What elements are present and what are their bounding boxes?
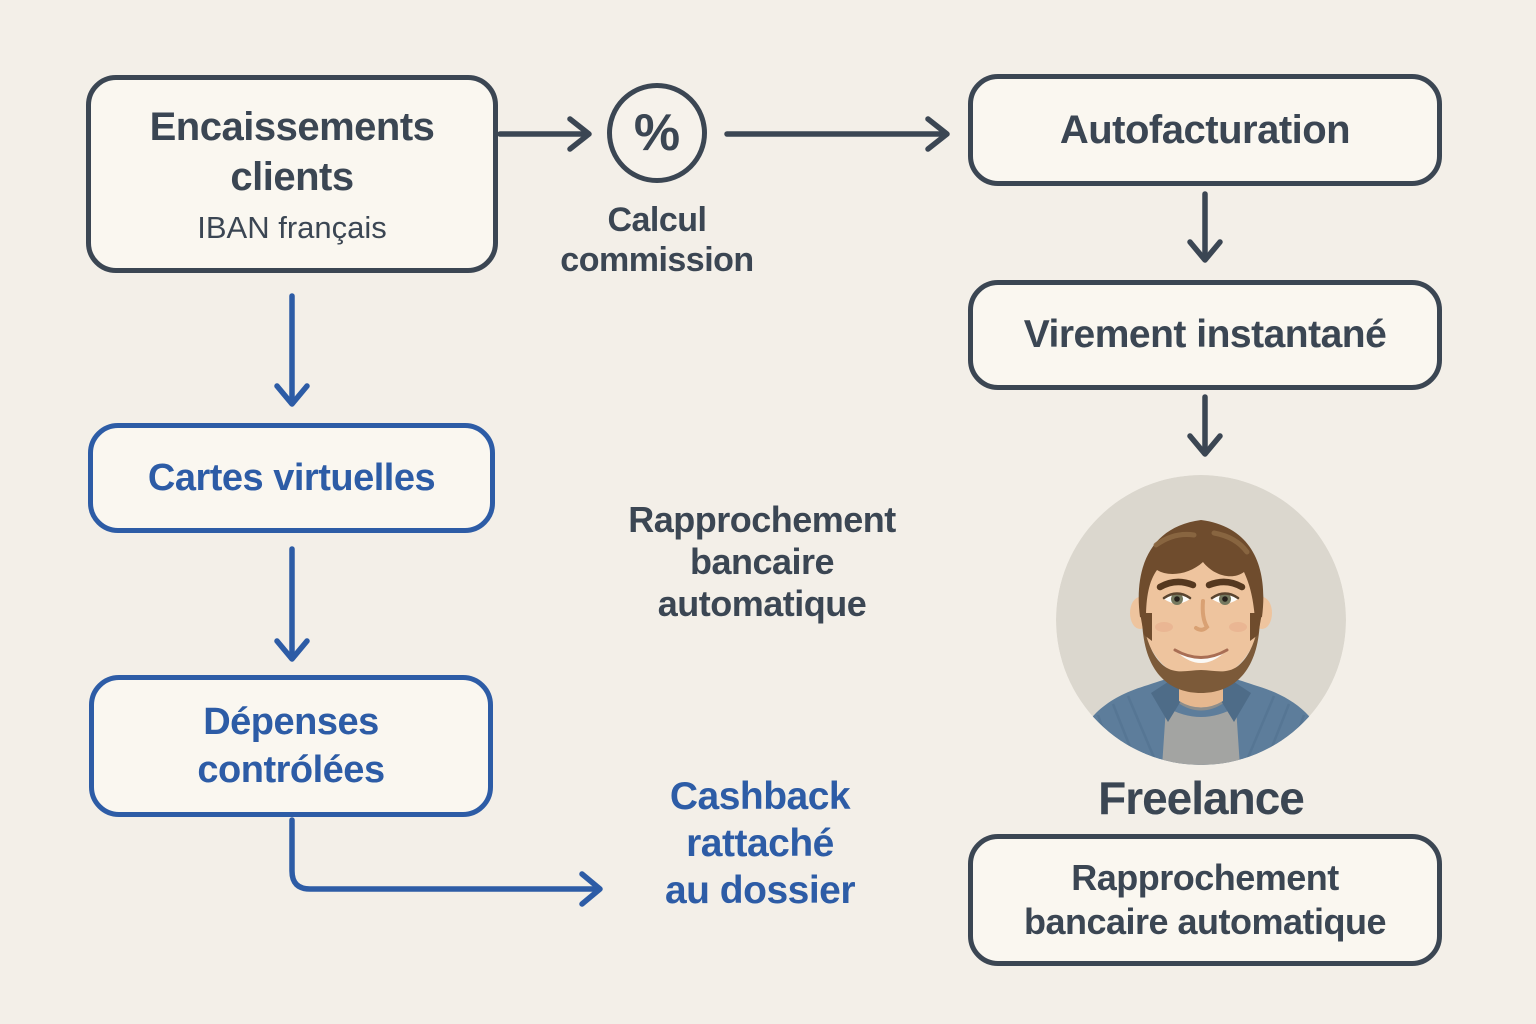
node-depenses-controlees: Dépenses contrólées <box>89 675 493 817</box>
node-rapprochement-bancaire: Rapprochement bancaire automatique <box>968 834 1442 966</box>
encaissements-title: Encaissements clients <box>150 102 435 202</box>
percent-icon: % <box>607 83 707 183</box>
rapprochement-box-line2: bancaire automatique <box>1023 901 1387 942</box>
rapprochement-box-line1: Rapprochement <box>1071 857 1339 898</box>
arrow-autofacturation-to-virement <box>1187 191 1223 263</box>
cashback-note-line3: au dossier <box>664 869 856 912</box>
arrow-encaissements-to-cartes <box>274 293 310 407</box>
encaissements-subtitle: IBAN français <box>197 209 387 245</box>
depenses-label-line1: Dépenses <box>203 701 379 743</box>
commission-label-line1: Calcul <box>607 201 707 239</box>
autofacturation-label: Autofacturation <box>1059 107 1351 152</box>
encaissements-title-line2: clients <box>230 154 354 199</box>
arrow-encaissements-to-commission <box>497 116 592 152</box>
rapprochement-note-line2: bancaire <box>689 541 835 582</box>
freelance-avatar <box>1056 475 1346 765</box>
node-autofacturation: Autofacturation <box>968 74 1442 186</box>
cartes-label: Cartes virtuelles <box>147 456 436 499</box>
node-encaissements-clients: Encaissements clients IBAN français <box>86 75 498 273</box>
arrow-cartes-to-depenses <box>274 546 310 662</box>
cashback-note-line1: Cashback <box>669 775 851 818</box>
arrow-virement-to-freelance <box>1187 394 1223 457</box>
freelance-avatar-illustration <box>1056 475 1346 765</box>
rapprochement-note: Rapprochement bancaire automatique <box>592 499 932 625</box>
percent-symbol: % <box>633 104 681 162</box>
cashback-note-line2: rattaché <box>686 822 834 865</box>
virement-label: Virement instantané <box>1023 313 1387 356</box>
node-cartes-virtuelles: Cartes virtuelles <box>88 423 495 533</box>
arrow-commission-to-autofacturation <box>724 116 950 152</box>
cashback-note: Cashback rattaché au dossier <box>608 773 912 914</box>
depenses-label-line2: contrólées <box>197 749 385 791</box>
arrow-depenses-to-cashback <box>289 817 603 907</box>
freelance-label: Freelance <box>1098 772 1305 824</box>
commission-label-line2: commission <box>560 241 754 279</box>
commission-label: Calcul commission <box>532 200 782 280</box>
rapprochement-note-line1: Rapprochement <box>628 499 896 540</box>
node-virement-instantane: Virement instantané <box>968 280 1442 390</box>
rapprochement-note-line3: automatique <box>657 583 867 624</box>
encaissements-title-line1: Encaissements <box>149 104 435 149</box>
